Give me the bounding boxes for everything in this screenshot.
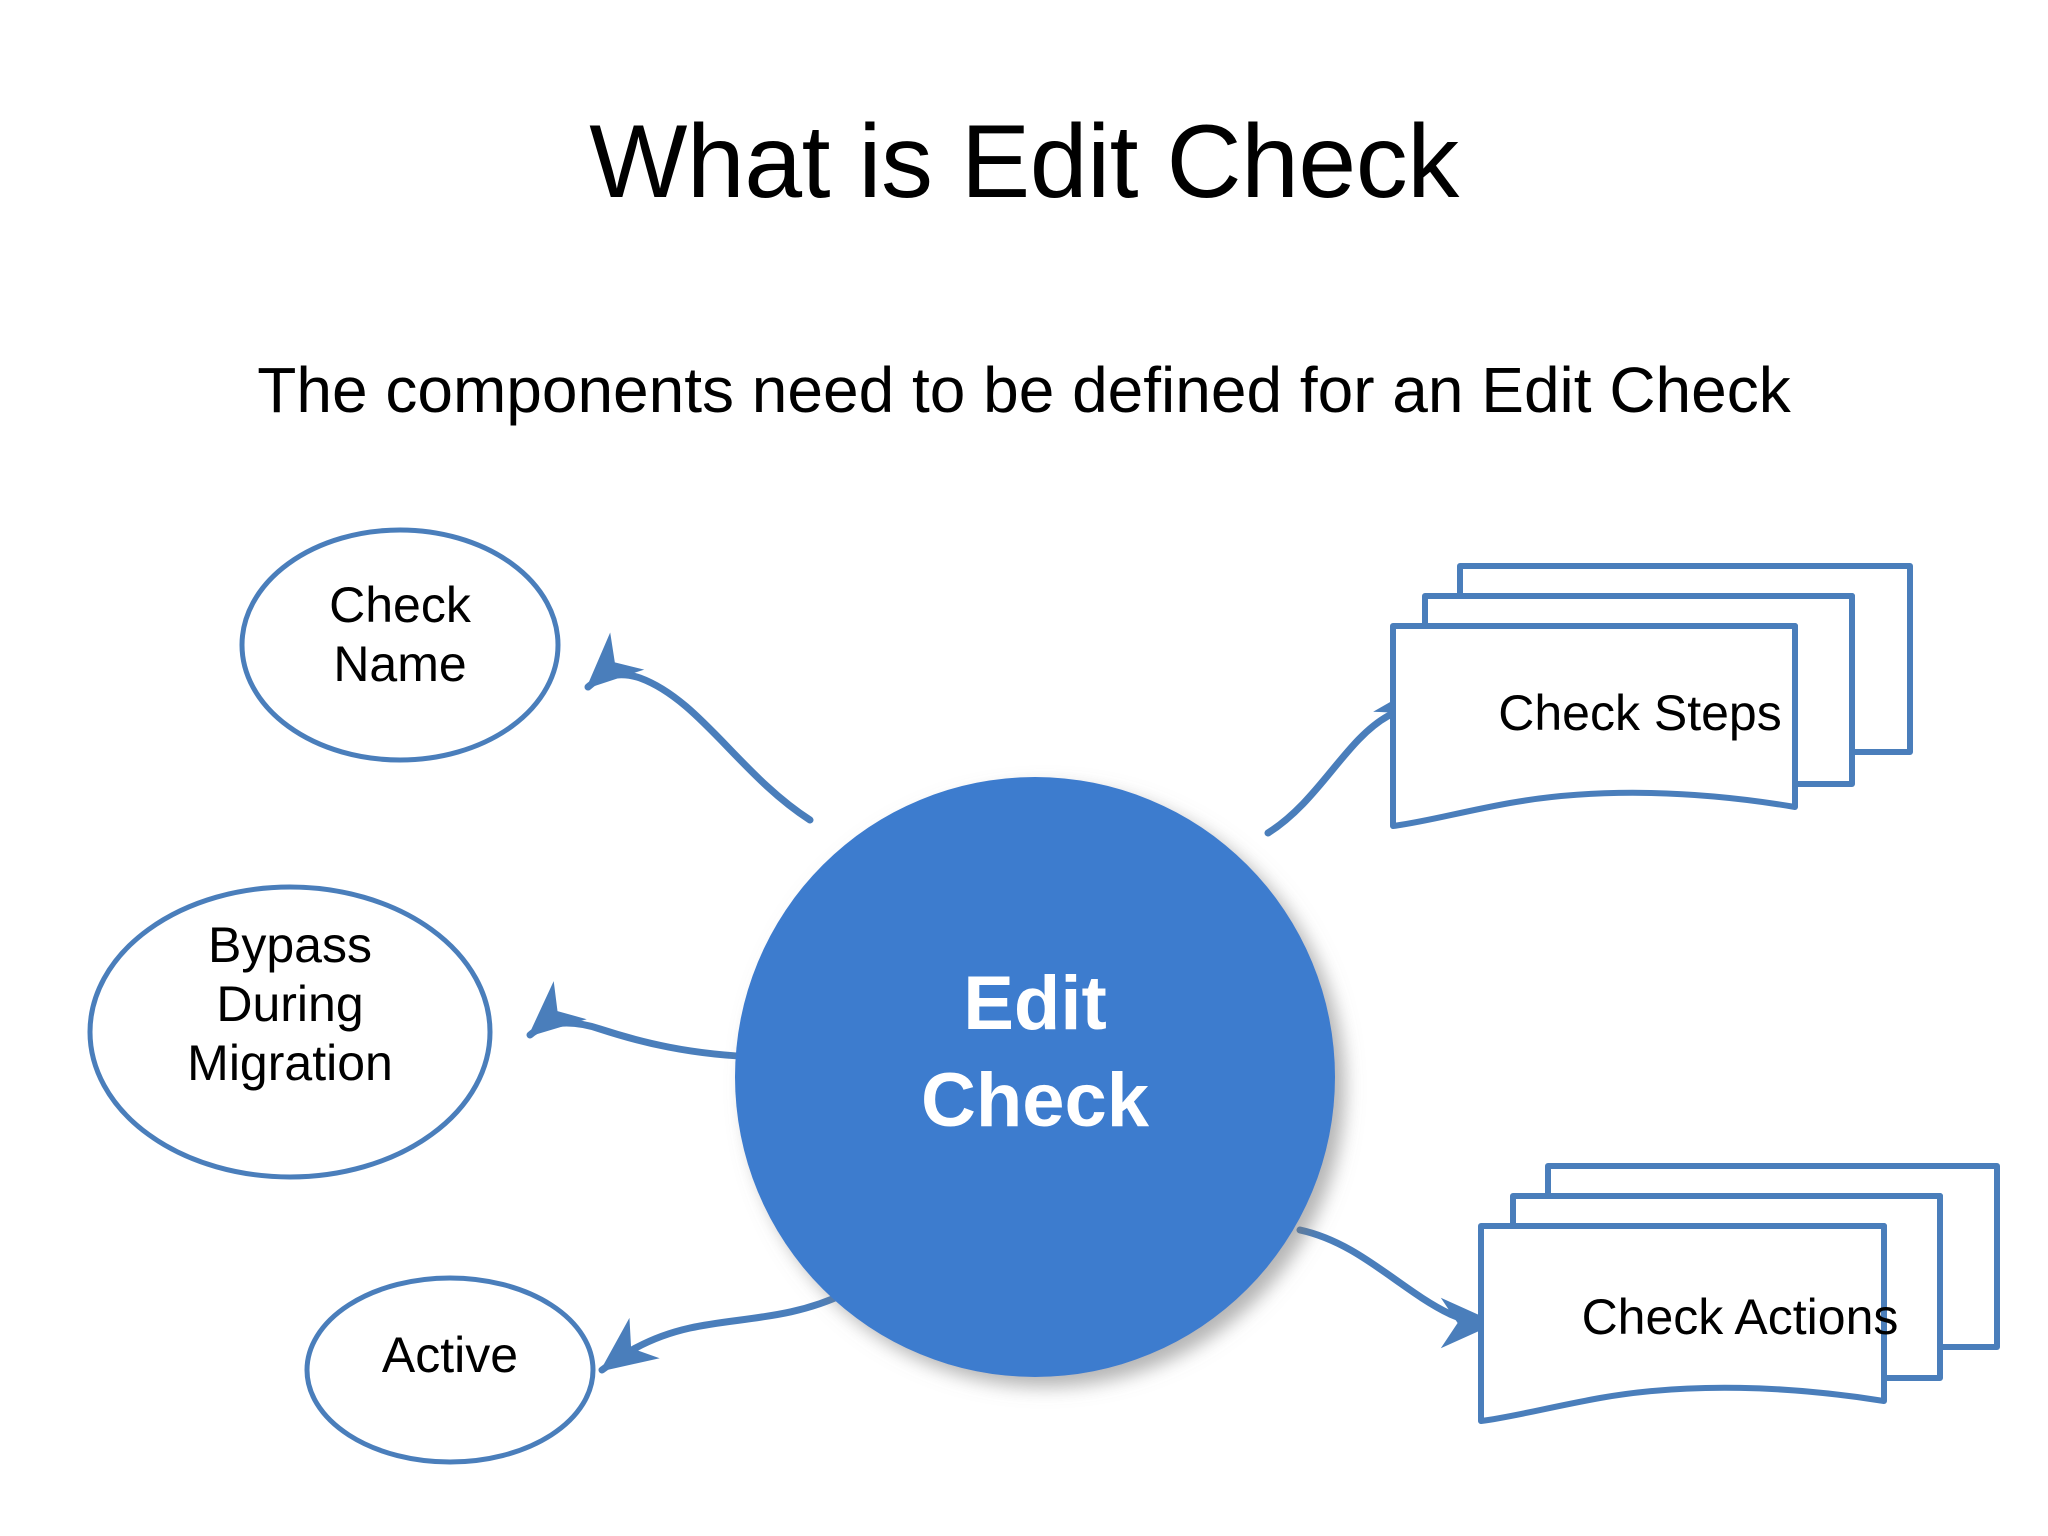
node-edit-check-hub bbox=[735, 777, 1335, 1377]
node-bypass-during-migration bbox=[87, 884, 493, 1180]
connector-hub-to-check-name bbox=[584, 632, 814, 824]
page-title: What is Edit Check bbox=[589, 104, 1459, 220]
node-check-name bbox=[239, 527, 561, 763]
node-active bbox=[304, 1275, 596, 1465]
page-subtitle: The components need to be defined for an… bbox=[257, 354, 1791, 426]
node-check-actions bbox=[1478, 1163, 2000, 1424]
connector-hub-to-check-actions bbox=[1296, 1226, 1498, 1349]
connector-hub-to-active bbox=[598, 1289, 850, 1374]
connector-hub-to-bypass bbox=[526, 981, 764, 1061]
node-check-steps bbox=[1390, 563, 1913, 829]
